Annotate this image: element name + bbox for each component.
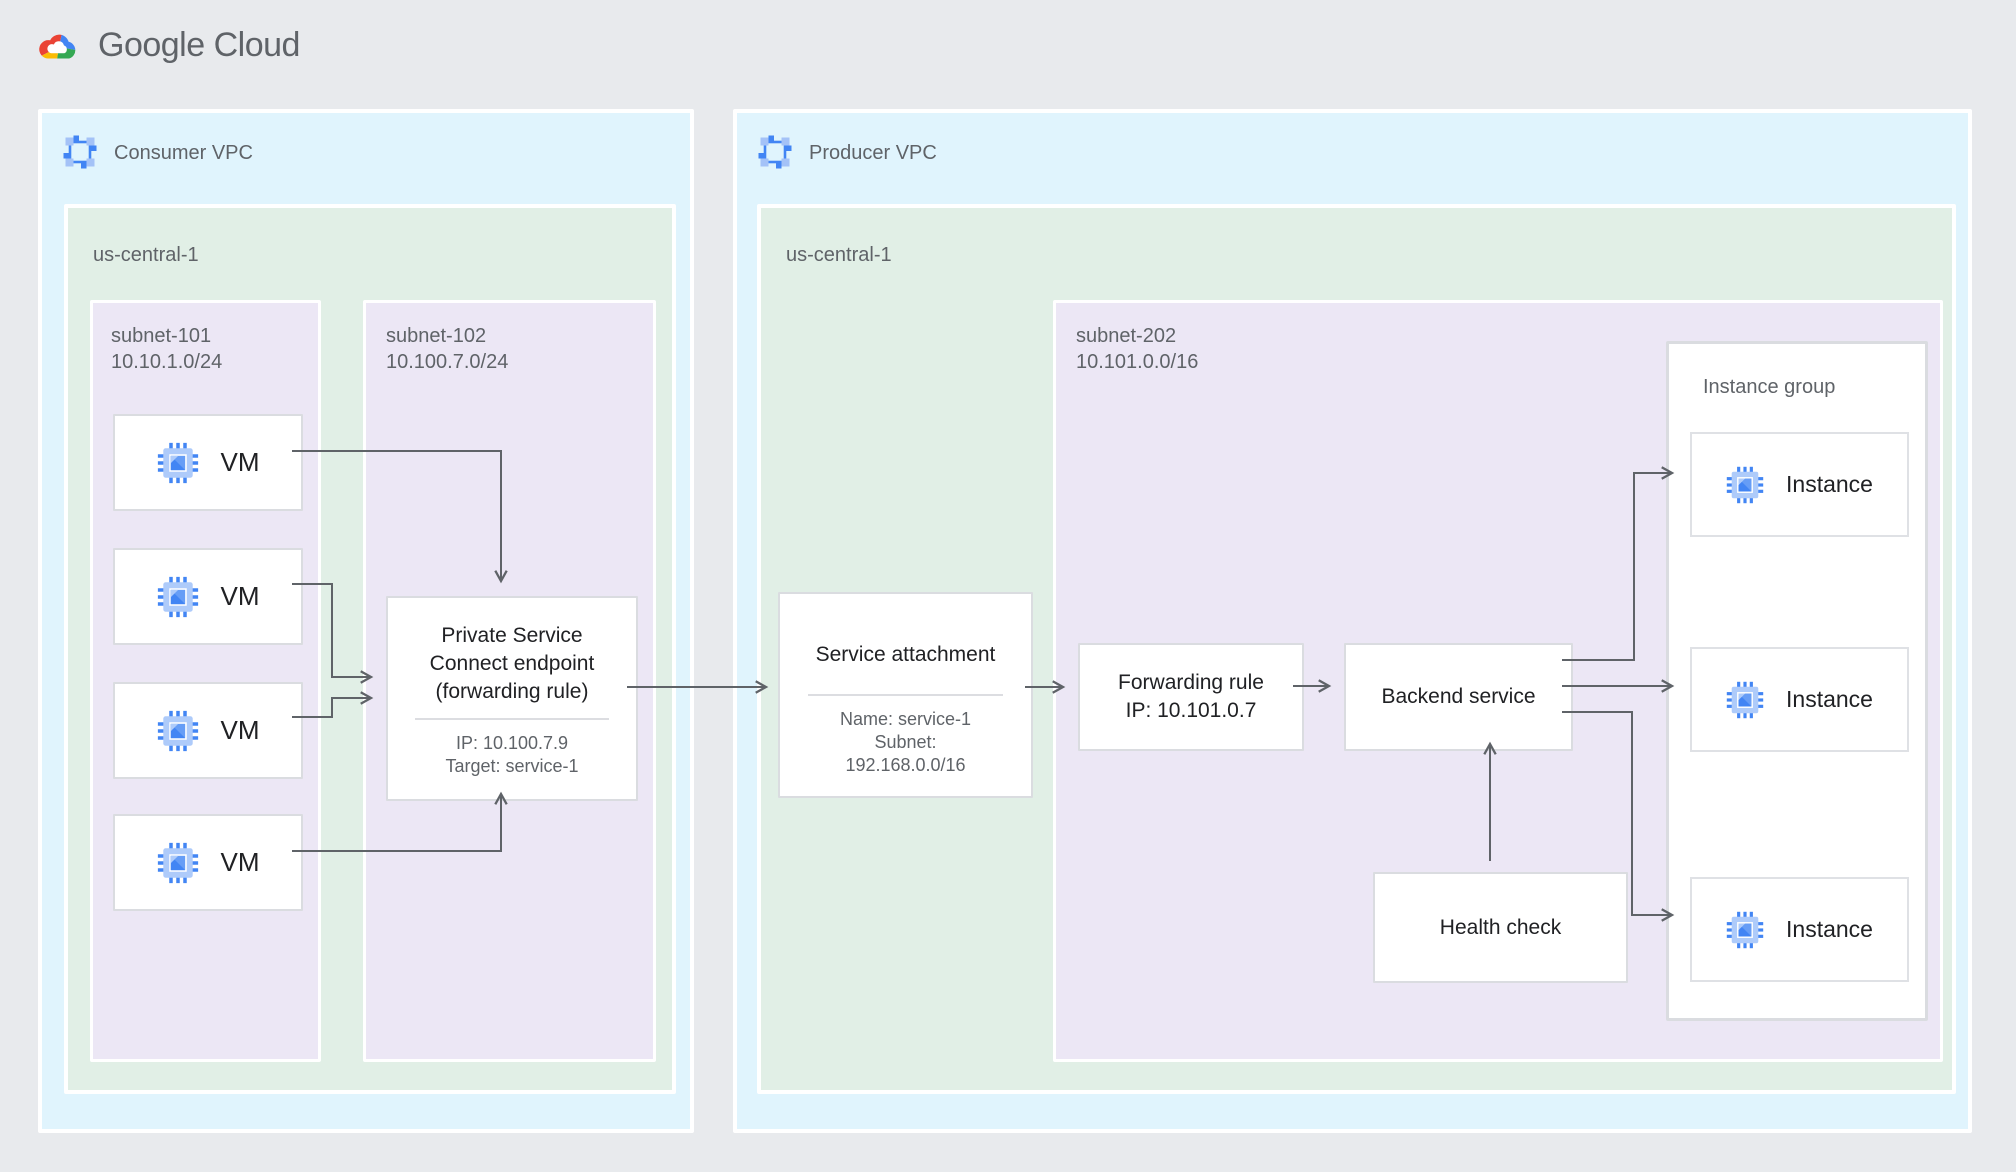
producer-vpc-label: Producer VPC	[809, 142, 937, 164]
compute-engine-icon	[1726, 466, 1764, 504]
service-attachment-node: Service attachment Name: service-1 Subne…	[778, 592, 1033, 798]
logo-text: Google Cloud	[98, 26, 300, 64]
producer-vpc-container: Producer VPC us-central-1 Service attach…	[733, 109, 1972, 1133]
subnet-202-cidr: 10.101.0.0/16	[1076, 351, 1199, 373]
consumer-region: us-central-1 subnet-101 10.10.1.0/24 VM …	[64, 204, 676, 1094]
vm-node-1: VM	[113, 414, 303, 511]
instance-label: Instance	[1786, 916, 1873, 942]
service-attachment-subnet-label: Subnet:	[874, 732, 937, 752]
forwarding-rule-node: Forwarding rule IP: 10.101.0.7	[1078, 643, 1304, 751]
vm-node-2: VM	[113, 548, 303, 645]
subnet-102-name: subnet-102	[386, 325, 487, 347]
consumer-vpc-container: Consumer VPC us-central-1 subnet-101 10.…	[38, 109, 694, 1133]
vm-node-4: VM	[113, 814, 303, 911]
instance-group: Instance group Instance Instance Instanc…	[1666, 341, 1928, 1021]
google-cloud-logo-icon	[39, 34, 76, 58]
vm-label: VM	[220, 581, 260, 611]
instance-label: Instance	[1786, 471, 1873, 497]
vm-label: VM	[220, 715, 260, 745]
psc-endpoint-ip: IP: 10.100.7.9	[455, 733, 569, 753]
compute-engine-icon	[157, 842, 199, 884]
health-check-node: Health check	[1373, 872, 1628, 983]
subnet-102-cidr: 10.100.7.0/24	[386, 351, 509, 373]
subnet-101-cidr: 10.10.1.0/24	[111, 351, 223, 373]
forwarding-rule-title: Forwarding rule	[1118, 671, 1264, 694]
subnet-202-label: subnet-202 10.101.0.0/16	[1076, 323, 1198, 375]
instance-node-1: Instance	[1690, 432, 1909, 537]
producer-region-label: us-central-1	[786, 244, 892, 266]
subnet-101-label: subnet-101 10.10.1.0/24	[111, 323, 222, 375]
psc-endpoint-node: Private Service Connect endpoint (forwar…	[386, 596, 638, 801]
subnet-102-label: subnet-102 10.100.7.0/24	[386, 323, 508, 375]
backend-service-title: Backend service	[1381, 685, 1536, 708]
forwarding-rule-ip: IP: 10.101.0.7	[1125, 699, 1257, 722]
psc-endpoint-target: Target: service-1	[445, 756, 579, 776]
compute-engine-icon	[157, 710, 199, 752]
divider	[415, 718, 609, 720]
health-check-title: Health check	[1439, 915, 1562, 939]
psc-endpoint-title: Private Service Connect endpoint (forwar…	[429, 624, 595, 703]
subnet-202-name: subnet-202	[1076, 325, 1177, 347]
compute-engine-icon	[1726, 681, 1764, 719]
subnet-202: subnet-202 10.101.0.0/16 Forwarding rule…	[1053, 300, 1943, 1062]
consumer-region-label: us-central-1	[93, 244, 199, 266]
vpc-network-icon	[62, 134, 98, 170]
vm-node-3: VM	[113, 682, 303, 779]
vm-label: VM	[220, 447, 260, 477]
vm-label: VM	[220, 847, 260, 877]
compute-engine-icon	[157, 442, 199, 484]
subnet-102: subnet-102 10.100.7.0/24 Private Service…	[363, 300, 656, 1062]
instance-group-label: Instance group	[1703, 376, 1836, 398]
backend-service-node: Backend service	[1344, 643, 1573, 751]
service-attachment-name: Name: service-1	[839, 709, 972, 729]
instance-label: Instance	[1786, 686, 1873, 712]
instance-node-2: Instance	[1690, 647, 1909, 752]
producer-region: us-central-1 Service attachment Name: se…	[757, 204, 1956, 1094]
vpc-network-icon	[757, 134, 793, 170]
instance-node-3: Instance	[1690, 877, 1909, 982]
consumer-vpc-label: Consumer VPC	[114, 142, 253, 164]
service-attachment-title: Service attachment	[815, 643, 996, 666]
subnet-101-name: subnet-101	[111, 325, 212, 347]
subnet-101: subnet-101 10.10.1.0/24 VM VM VM V	[90, 300, 321, 1062]
divider	[807, 694, 1004, 696]
compute-engine-icon	[1726, 911, 1764, 949]
google-cloud-logo: Google Cloud	[36, 26, 300, 65]
compute-engine-icon	[157, 576, 199, 618]
service-attachment-subnet-cidr: 192.168.0.0/16	[845, 755, 966, 775]
